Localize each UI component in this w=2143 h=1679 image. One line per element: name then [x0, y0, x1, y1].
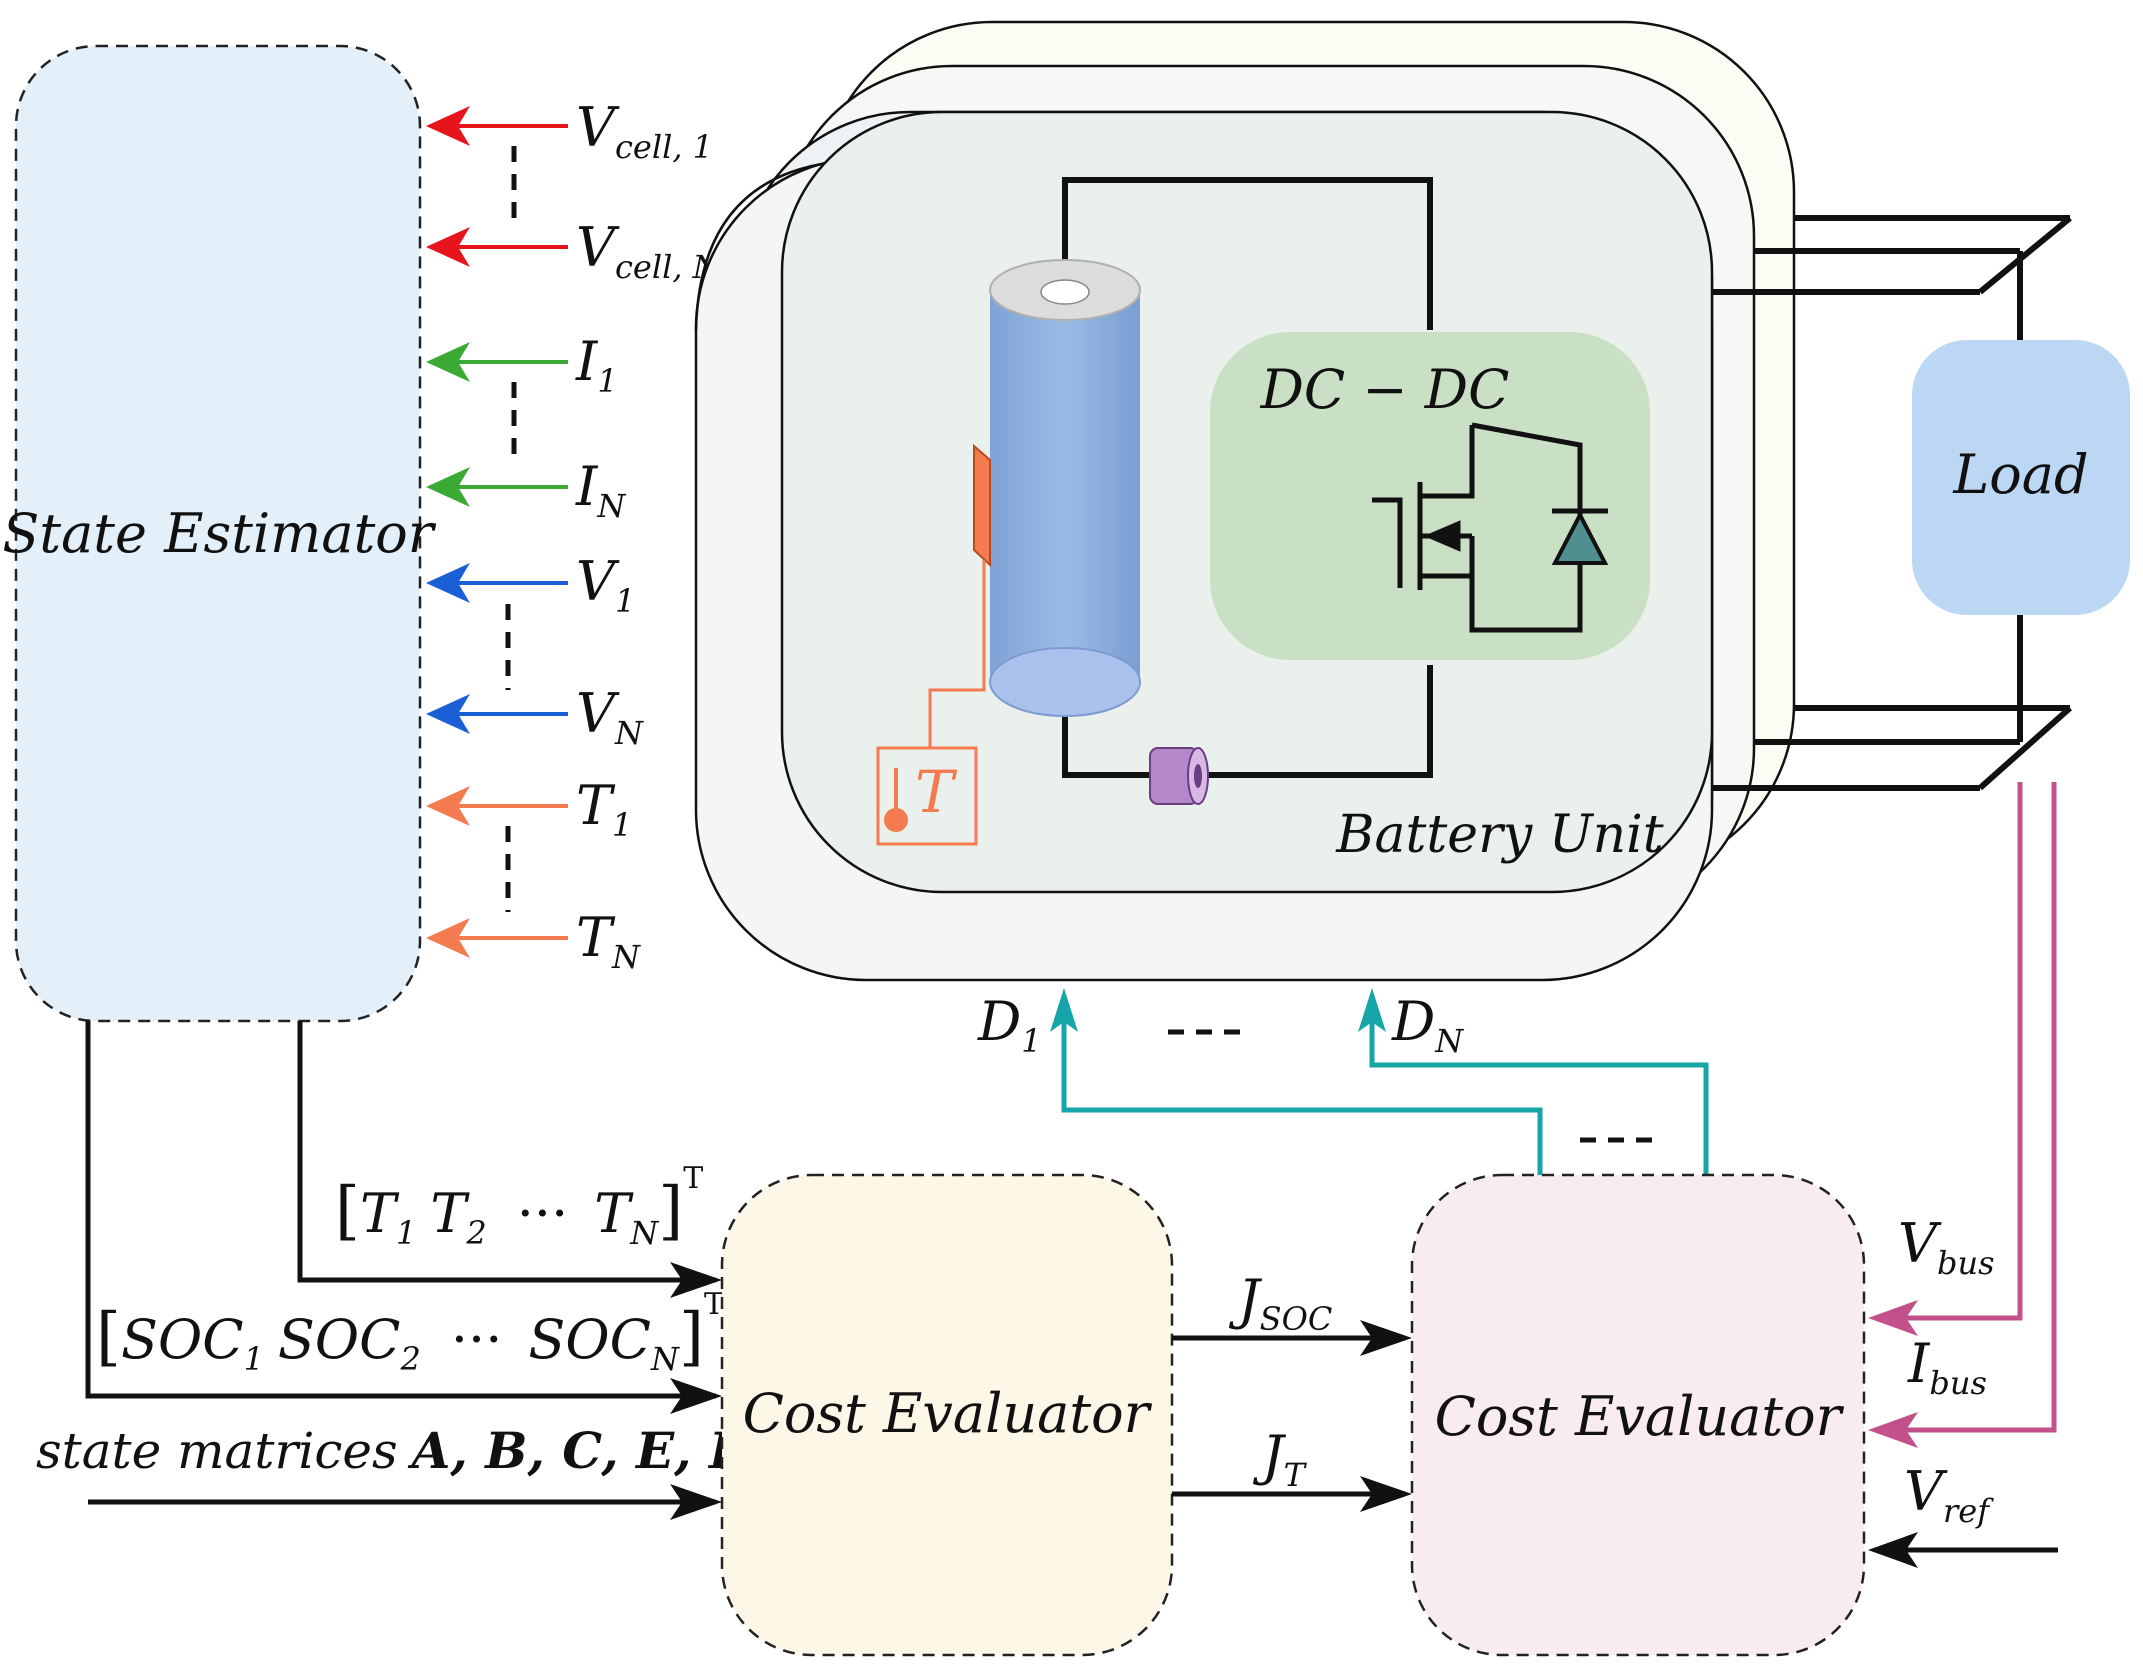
- input-arrow-v-1: V1: [426, 550, 635, 620]
- svg-text:V1: V1: [576, 550, 635, 620]
- svg-text:T1: T1: [576, 774, 632, 844]
- input-arrow-v-n: VN: [426, 682, 644, 752]
- sensor-label: T: [915, 758, 958, 826]
- input-label-vcell-n-base: V: [576, 216, 620, 279]
- svg-text:JSOC: JSOC: [1228, 1268, 1332, 1338]
- svg-text:DN: DN: [1391, 990, 1464, 1060]
- jt-label-sub: T: [1284, 1456, 1308, 1494]
- bus-connections: [1712, 215, 2072, 791]
- load-block: Load: [1912, 340, 2130, 615]
- battery-unit-label: Battery Unit: [1335, 805, 1663, 865]
- input-label-v-1-base: V: [576, 550, 620, 613]
- input-label-i-1-base: I: [575, 330, 599, 393]
- mosfet-icon: [1372, 422, 1583, 633]
- svg-text:TN: TN: [576, 906, 641, 976]
- input-label-v-n-sub: N: [614, 714, 644, 752]
- battery-cell: [989, 259, 1141, 717]
- battery-unit-circuit: [1062, 177, 1433, 778]
- state-estimator-block: State Estimator: [2, 44, 437, 1023]
- input-arrow-t-1: T1: [426, 774, 632, 844]
- input-label-vcell-1-base: V: [576, 96, 620, 159]
- temperature-sensor: T: [876, 443, 991, 846]
- sensor-box: [876, 746, 978, 846]
- svg-text:JT: JT: [1252, 1424, 1308, 1494]
- input-label-i-n-base: I: [575, 455, 599, 518]
- input-label-v-n-base: V: [576, 682, 620, 745]
- jt-label-base: J: [1252, 1424, 1287, 1487]
- dc-dc-label: DC − DC: [1260, 358, 1510, 421]
- cost-connections: JSOC JT: [1172, 1268, 1412, 1512]
- ibus-label-base: I: [1907, 1332, 1931, 1395]
- svg-text:D1: D1: [977, 990, 1042, 1060]
- input-arrow-i-1: I1: [426, 330, 618, 400]
- duty-label-d1-sub: 1: [1021, 1022, 1041, 1060]
- load-box: [1912, 340, 2130, 615]
- ibus-label-sub: bus: [1929, 1364, 1987, 1402]
- input-label-t-n-base: T: [576, 906, 616, 969]
- jsoc-label-base: J: [1228, 1268, 1263, 1331]
- dc-dc-converter: DC − DC Battery Unit: [1210, 332, 1664, 865]
- svg-text:Vbus: Vbus: [1898, 1212, 1995, 1282]
- jsoc-label-sub: SOC: [1260, 1300, 1333, 1338]
- input-arrow-vcell-1: Vcell, 1: [426, 96, 713, 166]
- input-label-v-1-sub: 1: [615, 582, 635, 620]
- input-label-vcell-1-sub: cell, 1: [615, 128, 713, 166]
- cost-evaluator-left-label: Cost Evaluator: [743, 1382, 1153, 1445]
- sensor-patch-icon: [973, 443, 991, 568]
- cost-evaluator-right: Cost Evaluator: [1410, 1173, 1866, 1657]
- vref-label-base: V: [1904, 1460, 1948, 1523]
- bus-measurements: Vbus Ibus Vref: [1868, 782, 2058, 1568]
- battery-terminal-icon: [1040, 279, 1090, 305]
- input-arrow-i-n: IN: [426, 455, 626, 525]
- input-label-t-1-base: T: [576, 774, 616, 837]
- duty-label-d1-base: D: [977, 990, 1021, 1053]
- state-estimator-label: State Estimator: [2, 502, 436, 565]
- vbus-label-base: V: [1898, 1212, 1942, 1275]
- svg-text:Vref: Vref: [1904, 1460, 1994, 1530]
- current-sensor-icon: [1149, 747, 1209, 805]
- load-label: Load: [1952, 443, 2088, 506]
- vref-label-sub: ref: [1943, 1492, 1994, 1530]
- battery-cell-body: [990, 290, 1140, 680]
- duty-label-dn-base: D: [1391, 990, 1435, 1053]
- input-arrow-t-n: TN: [426, 906, 641, 976]
- cost-evaluator-left: Cost Evaluator: [720, 1173, 1174, 1657]
- measurement-inputs: Vcell, 1 Vcell, N I1 IN V1 VN: [426, 96, 722, 976]
- svg-text:Ibus: Ibus: [1907, 1332, 1987, 1402]
- input-arrow-vcell-n: Vcell, N: [426, 216, 722, 286]
- svg-text:IN: IN: [575, 455, 626, 525]
- input-label-i-n-sub: N: [596, 487, 626, 525]
- diode-icon: [1551, 508, 1609, 565]
- duty-cycle-feedback: D1 DN: [977, 988, 1709, 1175]
- cost-evaluator-right-label: Cost Evaluator: [1435, 1385, 1845, 1448]
- svg-text:VN: VN: [576, 682, 644, 752]
- duty-label-dn-sub: N: [1434, 1022, 1464, 1060]
- thermometer-icon: [884, 768, 908, 832]
- input-label-i-1-sub: 1: [597, 362, 617, 400]
- svg-text:Vcell, N: Vcell, N: [576, 216, 722, 286]
- input-label-t-1-sub: 1: [612, 806, 632, 844]
- svg-text:I1: I1: [575, 330, 618, 400]
- svg-text:Vcell, 1: Vcell, 1: [576, 96, 713, 166]
- vbus-label-sub: bus: [1937, 1244, 1995, 1282]
- input-label-t-n-sub: N: [611, 938, 641, 976]
